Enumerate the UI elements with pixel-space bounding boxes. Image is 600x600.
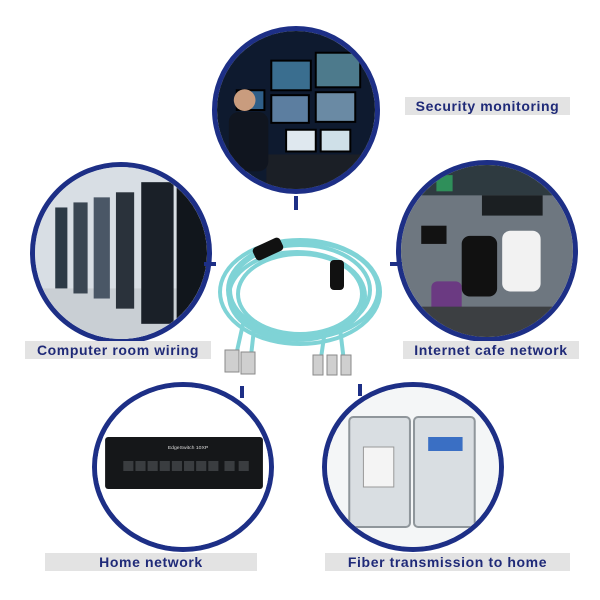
fiber-patch-cable-image [205,220,400,380]
home-network-image: EdgeSwitch 10XP [92,382,274,552]
computer-room-connector-tick [204,262,216,266]
internet-cafe-image [396,160,578,342]
home-network-connector-tick [240,386,244,398]
computer-room-label: Computer room wiring [25,341,211,359]
internet-cafe-connector-tick [390,262,402,266]
fiber-home-label: Fiber transmission to home [325,553,570,571]
home-network-label: Home network [45,553,257,571]
security-monitoring-image [212,26,380,194]
security-monitoring-label: Security monitoring [405,97,570,115]
security-connector-tick [294,196,298,210]
fiber-home-connector-tick [358,384,362,396]
internet-cafe-label: Internet cafe network [403,341,579,359]
fiber-home-image [322,382,504,552]
switch-brand-text: EdgeSwitch 10XP [168,445,209,451]
computer-room-image [30,162,212,344]
